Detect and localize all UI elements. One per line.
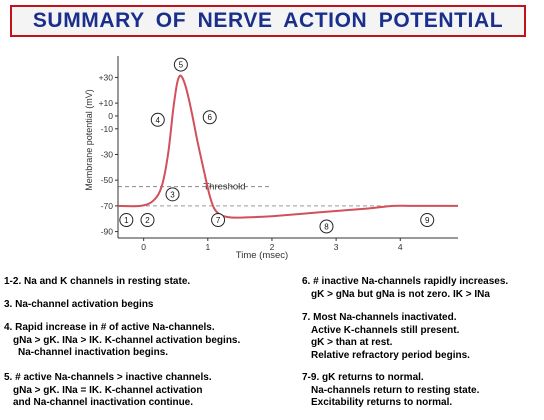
y-tick-label: -30 <box>101 149 114 159</box>
action-potential-trace <box>117 74 458 219</box>
note-text: gNa > gK. INa > IK. K-channel activation… <box>13 334 241 346</box>
stage-circle <box>319 219 334 234</box>
note-text: 3. Na-channel activation begins <box>4 299 154 310</box>
title-banner: SUMMARY OF NERVE ACTION POTENTIAL <box>10 5 526 37</box>
note-1-2: 1-2. Na and K channels in resting state. <box>4 276 190 289</box>
note-text: Active K-channels still present. <box>311 324 460 336</box>
note-text: 7. Most Na-channels inactivated. <box>302 312 457 323</box>
y-tick-label: +10 <box>99 98 114 108</box>
stage-number: 9 <box>425 216 430 225</box>
y-tick-label: -50 <box>101 175 114 185</box>
note-text: gK > gNa but gNa is not zero. IK > INa <box>311 288 490 300</box>
note-7: 7. Most Na-channels inactivated. Active … <box>302 312 470 362</box>
y-tick-label: -70 <box>101 201 114 211</box>
note-6: 6. # inactive Na-channels rapidly increa… <box>302 276 508 301</box>
y-tick-label: +30 <box>99 72 114 82</box>
stage-circle <box>211 213 226 228</box>
stage-marker-6: 6 <box>202 110 217 125</box>
action-potential-chart: Threshold +30 +10 0 -10 -30 -50 -70 -90 0 1 2 3 4 1 2… <box>84 56 458 261</box>
note-text: Relative refractory period begins. <box>311 349 470 361</box>
note-text: gNa > gK. INa = IK. K-channel activation <box>13 384 203 396</box>
stage-circle <box>150 112 165 127</box>
stage-number: 6 <box>208 113 213 122</box>
stage-number: 4 <box>156 116 161 125</box>
note-text: 6. # inactive Na-channels rapidly increa… <box>302 276 509 287</box>
x-tick-label: 3 <box>334 242 339 252</box>
note-3: 3. Na-channel activation begins <box>4 299 153 312</box>
note-5: 5. # active Na-channels > inactive chann… <box>4 372 212 410</box>
stage-marker-2: 2 <box>140 213 155 228</box>
note-4: 4. Rapid increase in # of active Na-chan… <box>4 322 240 360</box>
stage-circle <box>173 57 188 72</box>
stage-marker-4: 4 <box>150 112 165 127</box>
stage-marker-3: 3 <box>165 187 180 202</box>
stage-number: 5 <box>179 61 184 70</box>
note-text: 5. # active Na-channels > inactive chann… <box>4 372 212 383</box>
stage-number: 7 <box>216 216 221 225</box>
x-tick-label: 4 <box>398 242 403 252</box>
note-text: gK > than at rest. <box>311 337 393 348</box>
x-tick-label: 2 <box>270 242 275 252</box>
stage-number: 8 <box>324 222 329 231</box>
note-text: 4. Rapid increase in # of active Na-chan… <box>4 322 215 333</box>
stage-circle <box>140 213 155 228</box>
y-tick-label: -90 <box>101 227 114 237</box>
note-text: 1-2. Na and K channels in resting state. <box>4 276 191 287</box>
y-axis-label: Membrane potential (mV) <box>84 89 94 191</box>
page-title: SUMMARY OF NERVE ACTION POTENTIAL <box>32 9 504 32</box>
stage-number: 3 <box>170 190 175 199</box>
stage-marker-9: 9 <box>420 213 435 228</box>
stage-number: 2 <box>145 216 150 225</box>
stage-circle <box>165 187 180 202</box>
stage-circle <box>119 213 134 228</box>
note-text: Na-channel inactivation begins. <box>18 347 169 358</box>
stage-circle <box>202 110 217 125</box>
stage-marker-1: 1 <box>119 213 134 228</box>
stage-marker-7: 7 <box>211 213 226 228</box>
note-text: Excitability returns to normal. <box>311 397 453 408</box>
stage-marker-8: 8 <box>319 219 334 234</box>
stage-marker-5: 5 <box>173 57 188 72</box>
x-tick-label: 0 <box>141 242 146 252</box>
note-7-9: 7-9. gK returns to normal. Na-channels r… <box>302 372 479 410</box>
x-tick-label: 1 <box>205 242 210 252</box>
stage-circle <box>420 213 435 228</box>
y-tick-label: -10 <box>101 124 114 134</box>
note-text: and Na-channel inactivation continue. <box>13 397 194 408</box>
threshold-label: Threshold <box>203 182 245 193</box>
stage-number: 1 <box>124 216 129 225</box>
x-axis-label: Time (msec) <box>236 250 288 261</box>
y-tick-label: 0 <box>108 111 113 121</box>
note-text: 7-9. gK returns to normal. <box>302 372 424 383</box>
note-text: Na-channels return to resting state. <box>311 384 480 396</box>
